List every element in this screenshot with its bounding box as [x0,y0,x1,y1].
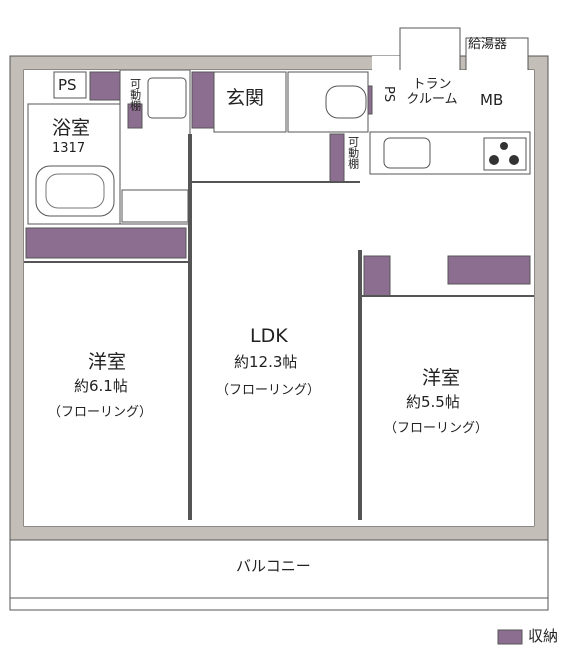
mb-label: MB [480,91,504,109]
burner-2 [509,155,519,165]
bathtub-inner [45,173,105,209]
balcony-label: バルコニー [236,557,311,575]
western1-area: 約6.1帖 [74,377,128,395]
storage-1 [89,71,121,101]
movable-shelf-label-2: 可動棚 [346,136,360,169]
closet-western2 [447,255,531,285]
trunk-room-label: トランクルーム [406,77,458,107]
storage-4 [329,133,345,183]
stove [483,137,527,171]
toilet [147,77,187,119]
water-heater-label: 給湯器 [468,37,508,52]
ps-side-label: PS [380,86,396,103]
ps-box-left [53,71,87,99]
bath-name: 浴室 [52,117,91,139]
entrance-label: 玄関 [226,87,265,109]
burner-3 [500,142,508,150]
burner-1 [489,155,499,165]
western2-name: 洋室 [422,367,461,389]
storage-2 [127,103,143,129]
kitchen-sink [383,137,431,169]
ldk-area: 約12.3帖 [234,353,298,371]
ps-left-label: PS [58,76,77,94]
washbasin [121,189,189,223]
movable-shelf-label-1: 可動棚 [128,78,142,111]
ldk-floor: （フローリング） [216,383,321,398]
legend-swatch [497,629,523,645]
western1-name: 洋室 [88,351,127,373]
entrance [213,71,287,133]
storage-6 [363,255,391,297]
closet-western1 [25,227,187,259]
storage-3 [191,71,215,129]
bath-size: 1317 [52,141,86,156]
western1-floor: （フローリング） [48,405,153,420]
legend-label: 収納 [528,627,559,645]
western2-area: 約5.5帖 [406,393,460,411]
ldk-name: LDK [250,325,288,347]
toilet-bowl [325,85,367,119]
western2-floor: （フローリング） [384,421,489,436]
